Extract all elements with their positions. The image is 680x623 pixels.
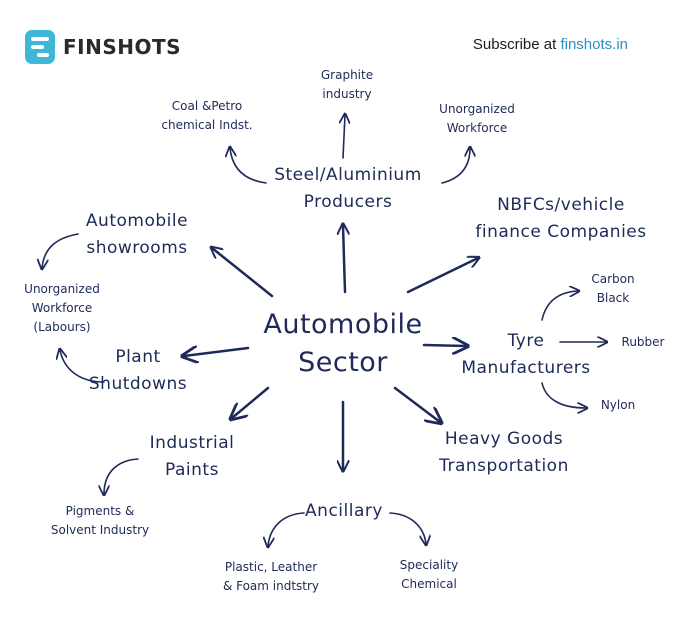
node-plant-shutdowns: Plant Shutdowns — [80, 344, 196, 398]
paints-line-1: Industrial — [149, 433, 235, 453]
showrooms-line-1: Automobile — [85, 211, 189, 231]
node-heavy-goods: Heavy Goods Transportation — [424, 426, 584, 480]
speciality-line-2: Chemical — [401, 577, 457, 591]
node-ancillary: Ancillary — [298, 498, 390, 525]
node-rubber: Rubber — [610, 333, 676, 352]
arrow-to-coal — [230, 148, 267, 184]
coal-line-1: Coal &Petro — [171, 99, 243, 113]
node-coal-petro: Coal &Petro chemical Indst. — [145, 97, 269, 135]
tyre-line-1: Tyre — [507, 331, 545, 351]
speciality-line-1: Speciality — [399, 558, 459, 572]
unorg-left-line-1: Unorganized — [24, 282, 100, 296]
node-pigments-solvent: Pigments & Solvent Industry — [30, 502, 170, 540]
node-unorganized-workforce-left: Unorganized Workforce (Labours) — [10, 280, 114, 337]
arrow-to-paints — [232, 386, 270, 418]
node-carbon-black: Carbon Black — [578, 270, 648, 308]
arrow-to-plastic — [268, 512, 305, 546]
steel-line-1: Steel/Aluminium — [274, 165, 422, 185]
pigments-line-1: Pigments & — [65, 504, 135, 518]
carbon-line-1: Carbon — [591, 272, 635, 286]
node-unorganized-workforce-top: Unorganized Workforce — [422, 100, 532, 138]
nbfc-line-2: finance Companies — [475, 222, 647, 242]
node-nbfc: NBFCs/vehicle finance Companies — [468, 192, 654, 246]
ancillary-label: Ancillary — [305, 501, 383, 521]
plastic-line-2: & Foam indtstry — [222, 579, 320, 593]
arrow-to-nbfc — [406, 258, 478, 294]
finshots-logo-icon — [25, 30, 55, 64]
heavy-line-2: Transportation — [439, 456, 569, 476]
arrow-to-unorg-left-from-plant — [60, 350, 105, 383]
arrow-to-plant — [184, 348, 250, 356]
graphite-line-2: industry — [322, 87, 372, 101]
unorg-top-line-2: Workforce — [446, 121, 508, 135]
node-automobile-showrooms: Automobile showrooms — [72, 208, 202, 262]
arrow-to-heavy — [393, 386, 440, 422]
graphite-line-1: Graphite — [320, 68, 374, 82]
unorg-left-line-2: Workforce — [31, 301, 93, 315]
node-speciality-chemical: Speciality Chemical — [384, 556, 474, 594]
plastic-line-1: Plastic, Leather — [224, 560, 318, 574]
nylon-label: Nylon — [600, 398, 636, 412]
paints-line-2: Paints — [165, 460, 219, 480]
subscribe-text: Subscribe at finshots.in — [473, 36, 628, 53]
center-node-automobile-sector: Automobile Sector — [248, 306, 438, 382]
unorg-top-line-1: Unorganized — [439, 102, 515, 116]
center-line-2: Sector — [298, 347, 388, 378]
node-graphite: Graphite industry — [300, 66, 394, 104]
arrow-to-nylon — [541, 382, 586, 408]
plant-line-2: Shutdowns — [88, 374, 188, 394]
nbfc-line-1: NBFCs/vehicle — [497, 195, 625, 215]
tyre-line-2: Manufacturers — [461, 358, 591, 378]
unorg-left-line-3: (Labours) — [33, 320, 91, 334]
rubber-label: Rubber — [621, 335, 665, 349]
plant-line-1: Plant — [115, 347, 161, 367]
arrow-to-graphite — [343, 115, 345, 159]
arrow-to-tyre — [422, 345, 466, 346]
logo-text: FINSHOTS — [63, 35, 182, 59]
node-nylon: Nylon — [588, 396, 648, 415]
showrooms-line-2: showrooms — [86, 238, 188, 258]
finshots-logo[interactable]: FINSHOTS — [25, 30, 181, 64]
carbon-line-2: Black — [596, 291, 630, 305]
node-plastic-leather-foam: Plastic, Leather & Foam indtstry — [204, 558, 338, 596]
finshots-link[interactable]: finshots.in — [560, 36, 628, 53]
center-line-1: Automobile — [263, 309, 423, 340]
arrow-to-carbon — [541, 291, 578, 321]
node-tyre-manufacturers: Tyre Manufacturers — [448, 328, 604, 382]
arrow-to-pigments — [104, 458, 139, 494]
arrow-to-unorg-top — [441, 148, 470, 184]
arrow-to-speciality — [389, 512, 426, 544]
heavy-line-1: Heavy Goods — [444, 429, 564, 449]
node-steel-aluminium: Steel/Aluminium Producers — [262, 162, 434, 216]
coal-line-2: chemical Indst. — [161, 118, 253, 132]
node-industrial-paints: Industrial Paints — [136, 430, 248, 484]
pigments-line-2: Solvent Industry — [50, 523, 150, 537]
arrow-to-showrooms — [212, 248, 274, 298]
subscribe-prefix: Subscribe at — [472, 36, 561, 53]
arrow-to-steel — [343, 225, 345, 294]
steel-line-2: Producers — [303, 192, 393, 212]
arrow-to-unorg-left-from-showrooms — [42, 233, 79, 268]
